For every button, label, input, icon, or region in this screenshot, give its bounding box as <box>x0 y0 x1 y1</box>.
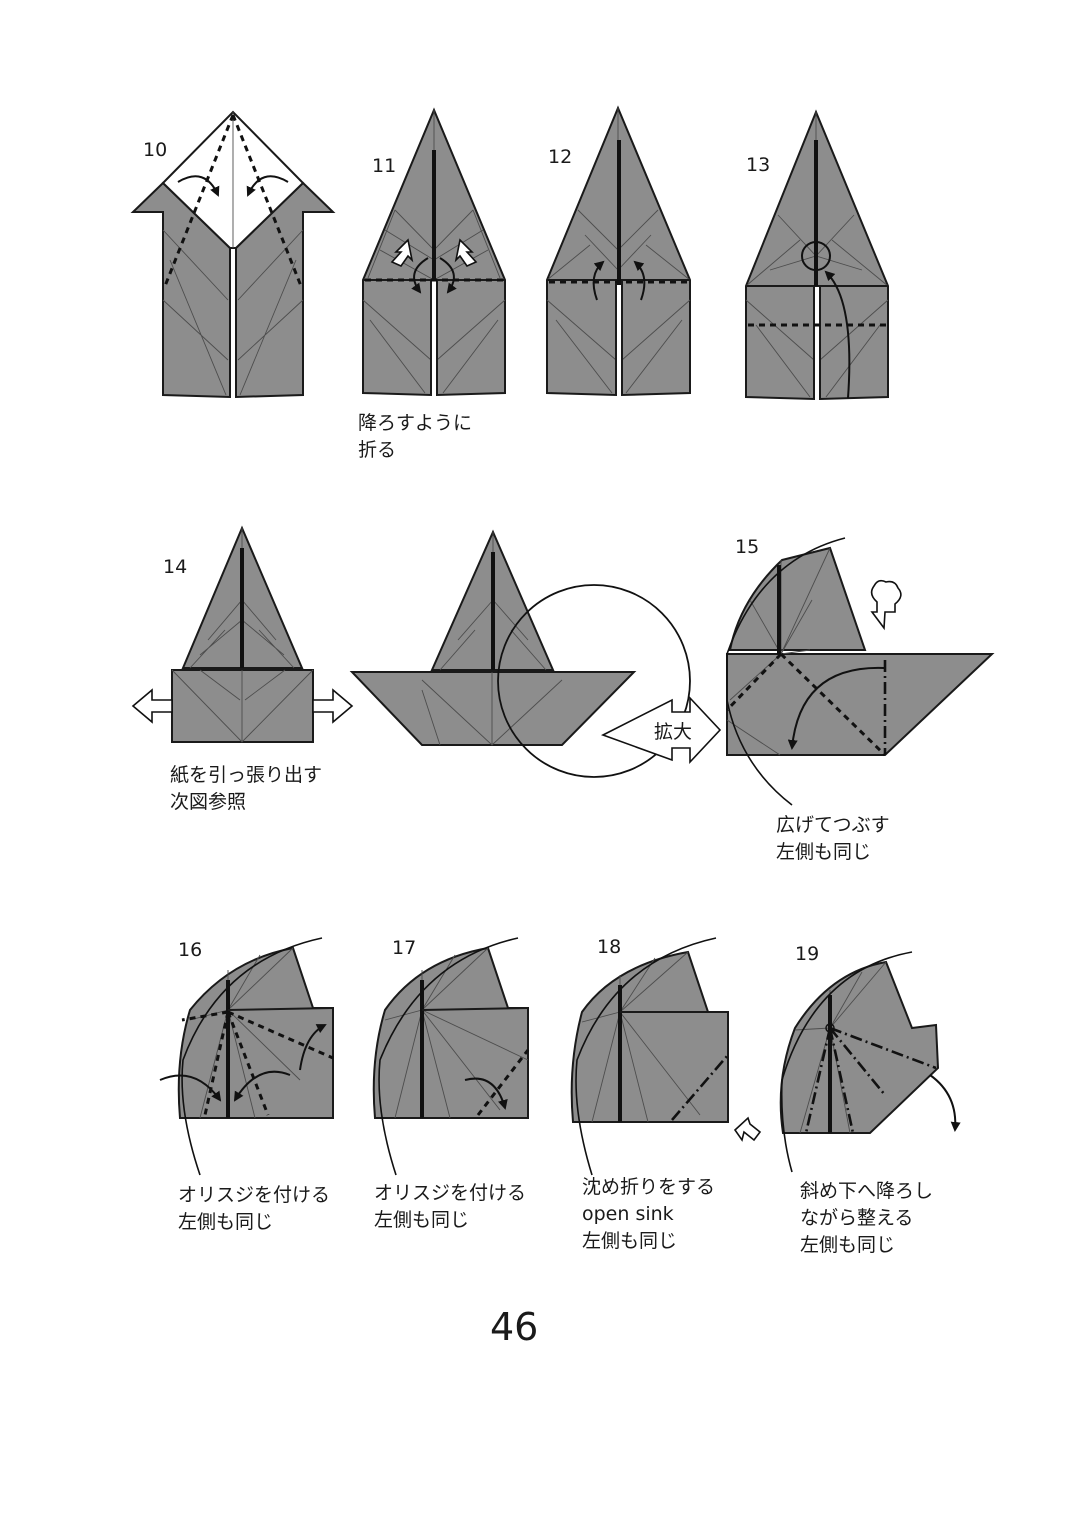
enlarge-arrow-icon <box>600 695 722 765</box>
step-11-diagram <box>362 107 506 397</box>
zoom-label: 拡大 <box>654 721 693 743</box>
step-number-19: 19 <box>795 943 820 965</box>
step-12-diagram <box>546 105 691 397</box>
caption-line: 左側も同じ <box>800 1234 896 1256</box>
step-14-diagram <box>131 525 354 743</box>
step-number-10: 10 <box>143 139 168 161</box>
caption-line: 紙を引っ張り出す <box>170 764 323 786</box>
page-number: 46 <box>490 1305 539 1349</box>
step-17-caption: オリスジを付ける 左側も同じ <box>374 1180 526 1234</box>
step-17-diagram <box>372 937 530 1176</box>
caption-line: 沈め折りをする <box>582 1176 716 1198</box>
step-number-15: 15 <box>735 536 760 558</box>
caption-line: open sink <box>582 1203 674 1225</box>
step-13-diagram <box>745 109 889 401</box>
caption-line: 左側も同じ <box>582 1230 678 1252</box>
step-11-caption: 降ろすように 折る <box>358 410 472 464</box>
step-14b-diagram <box>349 529 722 778</box>
caption-line: ながら整える <box>800 1207 914 1229</box>
caption-line: オリスジを付ける <box>374 1182 527 1204</box>
caption-line: 斜め下へ降ろし <box>800 1180 934 1202</box>
step-number-11: 11 <box>372 155 397 177</box>
step-10-diagram <box>130 110 336 399</box>
step-number-14: 14 <box>163 556 188 578</box>
step-15-diagram <box>725 537 995 806</box>
caption-line: 次図参照 <box>170 791 247 813</box>
step-18-caption: 沈め折りをする open sink 左側も同じ <box>582 1174 715 1255</box>
caption-line: 左側も同じ <box>178 1211 274 1233</box>
step-14-caption: 紙を引っ張り出す 次図参照 <box>170 762 322 816</box>
cloud-push-icon <box>870 579 902 631</box>
caption-line: 広げてつぶす <box>776 814 890 836</box>
step-19-caption: 斜め下へ降ろし ながら整える 左側も同じ <box>800 1178 933 1259</box>
caption-line: 降ろすように <box>358 412 473 434</box>
step-18-diagram <box>570 937 762 1176</box>
step-19-diagram <box>779 951 961 1173</box>
step-number-12: 12 <box>548 146 573 168</box>
caption-line: 左側も同じ <box>374 1209 470 1231</box>
step-15-caption: 広げてつぶす 左側も同じ <box>776 812 890 866</box>
caption-line: オリスジを付ける <box>178 1184 331 1206</box>
step-number-17: 17 <box>392 937 417 959</box>
caption-line: 折る <box>358 439 397 461</box>
caption-line: 左側も同じ <box>776 841 872 863</box>
step-16-caption: オリスジを付ける 左側も同じ <box>178 1182 330 1236</box>
step-16-diagram <box>159 937 334 1176</box>
step-number-16: 16 <box>178 939 203 961</box>
step-number-13: 13 <box>746 154 771 176</box>
step-number-18: 18 <box>597 936 622 958</box>
